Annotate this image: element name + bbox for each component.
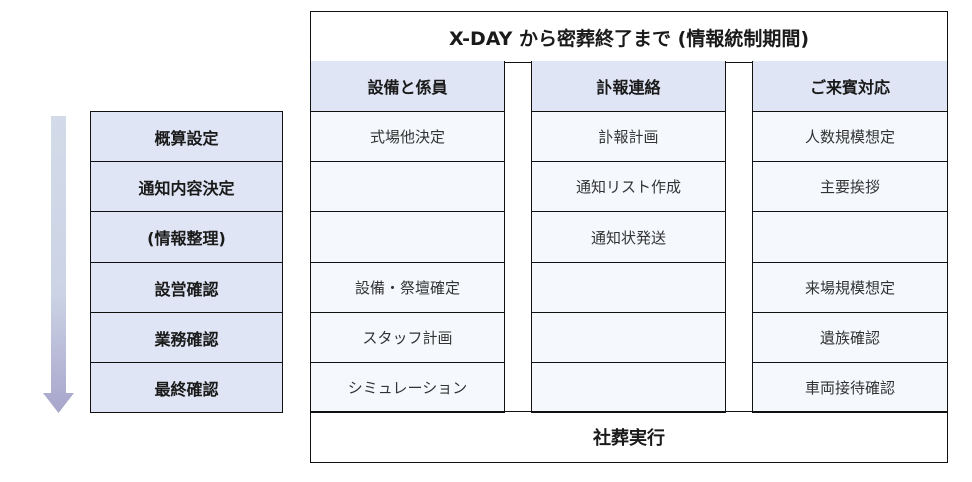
- task-cell: 車両接待確認: [752, 363, 948, 413]
- task-cell: 人数規模想定: [752, 112, 948, 162]
- step-label: 設営確認: [154, 279, 219, 299]
- footer-text: 社葬実行: [593, 428, 665, 449]
- task-cell: [310, 212, 505, 263]
- task-cell: シミュレーション: [310, 363, 505, 413]
- task-cell: [531, 363, 726, 413]
- task-cell: 式場他決定: [310, 112, 505, 162]
- step-item: 概算設定: [90, 111, 283, 162]
- task-cell: 通知状発送: [531, 212, 726, 263]
- column-header: 訃報連絡: [531, 61, 726, 112]
- step-item: 設営確認: [90, 263, 283, 313]
- step-item: (情報整理): [90, 212, 283, 263]
- task-cell: [752, 212, 948, 263]
- column-header: ご来賓対応: [752, 61, 948, 112]
- column-equipment-staff: 設備と係員 式場他決定 設備・祭壇確定 スタッフ計画 シミュレーション: [310, 61, 505, 413]
- step-item: 通知内容決定: [90, 162, 283, 212]
- column-header: 設備と係員: [310, 61, 505, 112]
- step-label: 最終確認: [154, 379, 219, 399]
- task-cell: 設備・祭壇確定: [310, 263, 505, 313]
- task-cell: 来場規模想定: [752, 263, 948, 313]
- step-label: 業務確認: [154, 329, 219, 349]
- column-obituary-notice: 訃報連絡 訃報計画 通知リスト作成 通知状発送: [531, 61, 726, 413]
- task-cell: スタッフ計画: [310, 313, 505, 363]
- period-title: X-DAY から密葬終了まで (情報統制期間): [310, 11, 948, 63]
- task-cell: [531, 263, 726, 313]
- step-label: 通知内容決定: [138, 178, 235, 198]
- down-arrow-icon: [43, 116, 74, 413]
- task-cell: [531, 313, 726, 363]
- company-funeral-execution: 社葬実行: [310, 411, 948, 463]
- column-guest-reception: ご来賓対応 人数規模想定 主要挨拶 来場規模想定 遺族確認 車両接待確認: [752, 61, 948, 413]
- step-label: (情報整理): [147, 229, 226, 248]
- task-cell: [310, 162, 505, 212]
- step-item: 最終確認: [90, 363, 283, 413]
- step-item: 業務確認: [90, 313, 283, 363]
- step-label: 概算設定: [154, 128, 219, 148]
- task-cell: 通知リスト作成: [531, 162, 726, 212]
- task-cell: 主要挨拶: [752, 162, 948, 212]
- task-cell: 遺族確認: [752, 313, 948, 363]
- task-cell: 訃報計画: [531, 112, 726, 162]
- period-title-text: X-DAY から密葬終了まで (情報統制期間): [449, 27, 809, 50]
